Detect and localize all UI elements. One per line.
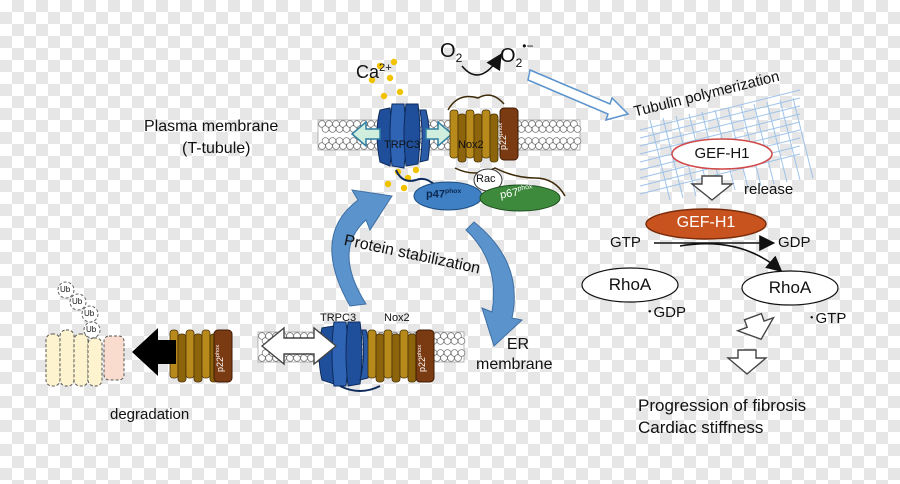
exchange-arrow	[260, 326, 338, 366]
gtp-label: GTP	[610, 234, 641, 251]
fibrosis-label: Progression of fibrosis	[638, 396, 807, 415]
gtp-tag-label: ･GTP	[808, 310, 847, 327]
superoxide-label: O2•−	[500, 39, 534, 70]
t-tubule-label: (T-tubule)	[182, 140, 251, 157]
calcium-label: Ca2+	[356, 62, 392, 82]
nox2-top	[447, 94, 566, 197]
gef-h1-free-label: GEF-H1	[676, 214, 736, 231]
ub-3: Ub	[84, 309, 95, 318]
ub-1: Ub	[60, 285, 71, 294]
oxidation-arrow	[461, 53, 502, 76]
degradation-arrow	[132, 328, 176, 376]
release-arrow	[690, 175, 734, 201]
rhoa-gdp-oval	[581, 267, 679, 303]
p22-left-label: p22phox	[215, 344, 225, 372]
nox2-top-label: Nox2	[458, 139, 484, 151]
calcium-ions	[368, 58, 420, 192]
nox2-bottom-label: Nox2	[384, 312, 410, 324]
rhoa-gtp-oval	[741, 270, 839, 306]
rhoa-gdp-label: RhoA	[608, 275, 652, 294]
ubiquitin-chain	[57, 281, 101, 339]
trpc3-bottom-label: TRPC3	[320, 312, 357, 324]
gef-h1-bound-oval	[671, 138, 773, 170]
p22-bottom-label: p22phox	[417, 344, 427, 372]
gdp-label: GDP	[778, 234, 811, 251]
ub-4: Ub	[86, 325, 97, 334]
downstream-arrows	[726, 312, 776, 375]
oxygen-label: O2	[440, 40, 463, 65]
er-membrane-label: membrane	[476, 356, 553, 373]
gef-h1-bound-label: GEF-H1	[694, 145, 750, 162]
cytosolic-subunits	[413, 168, 561, 212]
p47-label: p47phox	[426, 188, 462, 201]
nox2-bottom	[367, 329, 435, 383]
degradation-label: degradation	[110, 406, 190, 423]
stabilization-cycle-arrows	[331, 189, 524, 347]
trpc3-channel-top	[376, 103, 457, 194]
gdp-tag-label: ･GDP	[646, 304, 687, 321]
lateral-arrows-top	[350, 120, 454, 148]
rhoa-activation-arrow	[679, 243, 783, 273]
gef-h1-free-oval	[645, 208, 767, 240]
stiffness-label: Cardiac stiffness	[638, 418, 764, 437]
release-label: release	[744, 181, 794, 198]
ros-to-tubulin-arrow	[527, 68, 630, 122]
p22-top-label: p22phox	[498, 122, 508, 150]
trpc3-top-label: TRPC3	[384, 139, 421, 151]
rac-label: Rac	[476, 173, 496, 185]
degraded-proteins	[45, 329, 125, 387]
ub-2: Ub	[72, 297, 83, 306]
rhoa-gtp-label: RhoA	[768, 278, 812, 297]
er-label: ER	[506, 336, 530, 353]
plasma-membrane-label: Plasma membrane	[144, 118, 279, 135]
